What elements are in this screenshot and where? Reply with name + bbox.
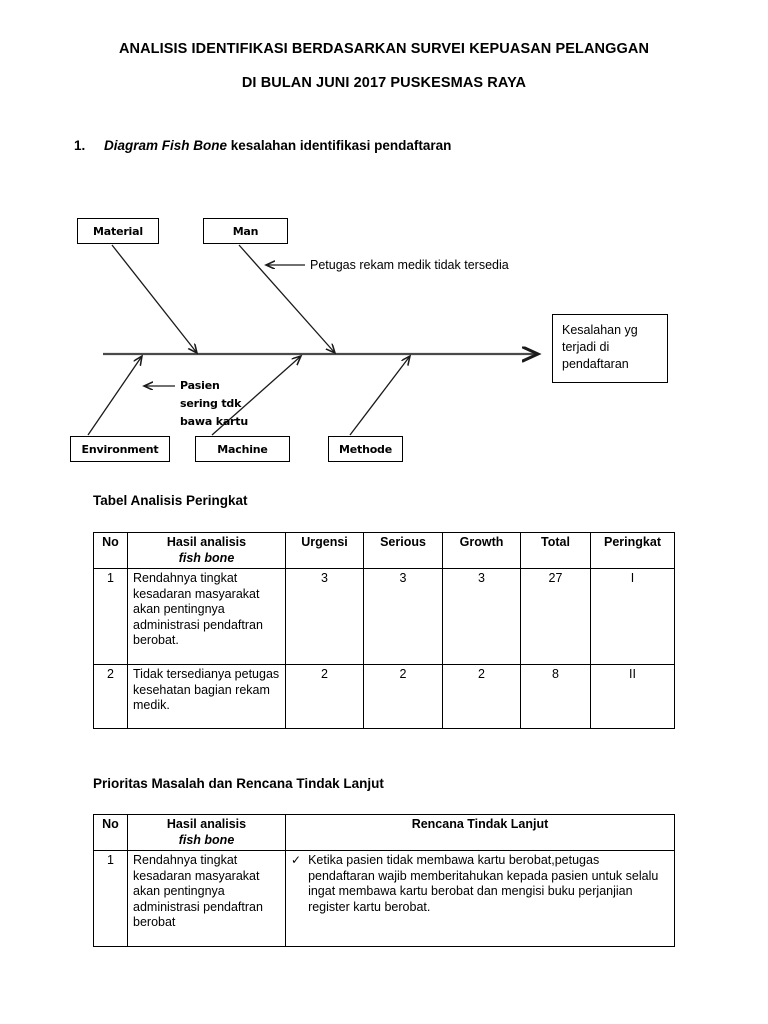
table-1-col-peringkat: Peringkat (590, 532, 675, 569)
table-1-col-no: No (93, 532, 128, 569)
fishbone-category-methode: Methode (328, 436, 403, 462)
cell-total: 8 (520, 664, 591, 729)
bone-man (238, 244, 335, 353)
cell-serious: 3 (363, 568, 443, 665)
fishbone-category-environment: Environment (70, 436, 170, 462)
bone-machine (211, 356, 301, 436)
fishbone-diagram: Material Man Environment Machine Methode… (0, 190, 768, 490)
table-2-col-hasil-analisis: Hasil analisis fish bone (127, 814, 286, 851)
annotation-pasien-line-1: Pasien (180, 379, 220, 392)
fishbone-category-material: Material (77, 218, 159, 244)
bone-methode (349, 356, 410, 436)
document-title-line-1: ANALISIS IDENTIFIKASI BERDASARKAN SURVEI… (118, 41, 650, 57)
cell-hasil-analisis: Rendahnya tingkat kesadaran masyarakat a… (127, 850, 286, 947)
table-1-col-hasil-analisis: Hasil analisis fish bone (127, 532, 286, 569)
effect-line-1: Kesalahan yg (562, 323, 638, 337)
table-1-col-growth: Growth (442, 532, 521, 569)
fishbone-annotation-petugas: Petugas rekam medik tidak tersedia (310, 258, 509, 272)
fishbone-category-man: Man (203, 218, 288, 244)
cell-no: 2 (93, 664, 128, 729)
table-row: 2 Tidak tersedianya petugas kesehatan ba… (93, 664, 675, 729)
document-title-line-2: DI BULAN JUNI 2017 PUSKESMAS RAYA (241, 75, 527, 91)
effect-line-3: pendaftaran (562, 357, 629, 371)
table-1-col-serious: Serious (363, 532, 443, 569)
cell-growth: 2 (442, 664, 521, 729)
section-1-heading: 1. Diagram Fish Bone kesalahan identifika… (74, 138, 634, 153)
section-1-title-italic: Diagram Fish Bone (104, 138, 228, 153)
cell-hasil-analisis: Rendahnya tingkat kesadaran masyarakat a… (127, 568, 286, 665)
table-1-col-total: Total (520, 532, 591, 569)
cell-rencana-tindak-lanjut: ✓ Ketika pasien tidak membawa kartu bero… (285, 850, 675, 947)
cell-hasil-analisis: Tidak tersedianya petugas kesehatan bagi… (127, 664, 286, 729)
cell-urgensi: 2 (285, 664, 364, 729)
table-row: 1 Rendahnya tingkat kesadaran masyarakat… (93, 850, 675, 947)
fishbone-annotation-pasien: Pasien sering tdk bawa kartu (180, 377, 248, 431)
cell-peringkat: II (590, 664, 675, 729)
cell-serious: 2 (363, 664, 443, 729)
section-1-number: 1. (74, 138, 86, 153)
table-2-col-rencana-tindak-lanjut: Rencana Tindak Lanjut (285, 814, 675, 851)
cell-peringkat: I (590, 568, 675, 665)
cell-no: 1 (93, 568, 128, 665)
table-row: 1 Rendahnya tingkat kesadaran masyarakat… (93, 568, 675, 665)
table-1-col-urgensi: Urgensi (285, 532, 364, 569)
table-2-heading: Prioritas Masalah dan Rencana Tindak Lan… (93, 776, 384, 791)
effect-line-2: terjadi di (562, 340, 610, 354)
cell-total: 27 (520, 568, 591, 665)
fishbone-effect-box: Kesalahan yg terjadi di pendaftaran (552, 314, 668, 383)
cell-growth: 3 (442, 568, 521, 665)
cell-no: 1 (93, 850, 128, 947)
table-2-wrapper: No Hasil analisis fish bone Rencana Tind… (93, 814, 675, 947)
rencana-text: Ketika pasien tidak membawa kartu beroba… (308, 853, 659, 914)
fishbone-lines-svg (87, 244, 768, 436)
table-1-wrapper: No Hasil analisis fish bone Urgensi Seri… (93, 532, 675, 729)
table-1-header-row: No Hasil analisis fish bone Urgensi Seri… (93, 532, 675, 569)
cell-urgensi: 3 (285, 568, 364, 665)
table-2-header-row: No Hasil analisis fish bone Rencana Tind… (93, 814, 675, 851)
table-1-heading: Tabel Analisis Peringkat (93, 493, 248, 508)
table-2-col-no: No (93, 814, 128, 851)
table-prioritas-masalah: No Hasil analisis fish bone Rencana Tind… (93, 814, 675, 947)
fishbone-category-machine: Machine (195, 436, 290, 462)
bone-material (111, 244, 197, 353)
annotation-pasien-line-2: sering tdk (180, 397, 242, 410)
section-1-title-rest: kesalahan identifikasi pendaftaran (227, 138, 452, 153)
bone-environment (87, 356, 142, 436)
table-analisis-peringkat: No Hasil analisis fish bone Urgensi Seri… (93, 532, 675, 729)
annotation-pasien-line-3: bawa kartu (180, 415, 248, 428)
checkmark-icon: ✓ (291, 853, 302, 867)
